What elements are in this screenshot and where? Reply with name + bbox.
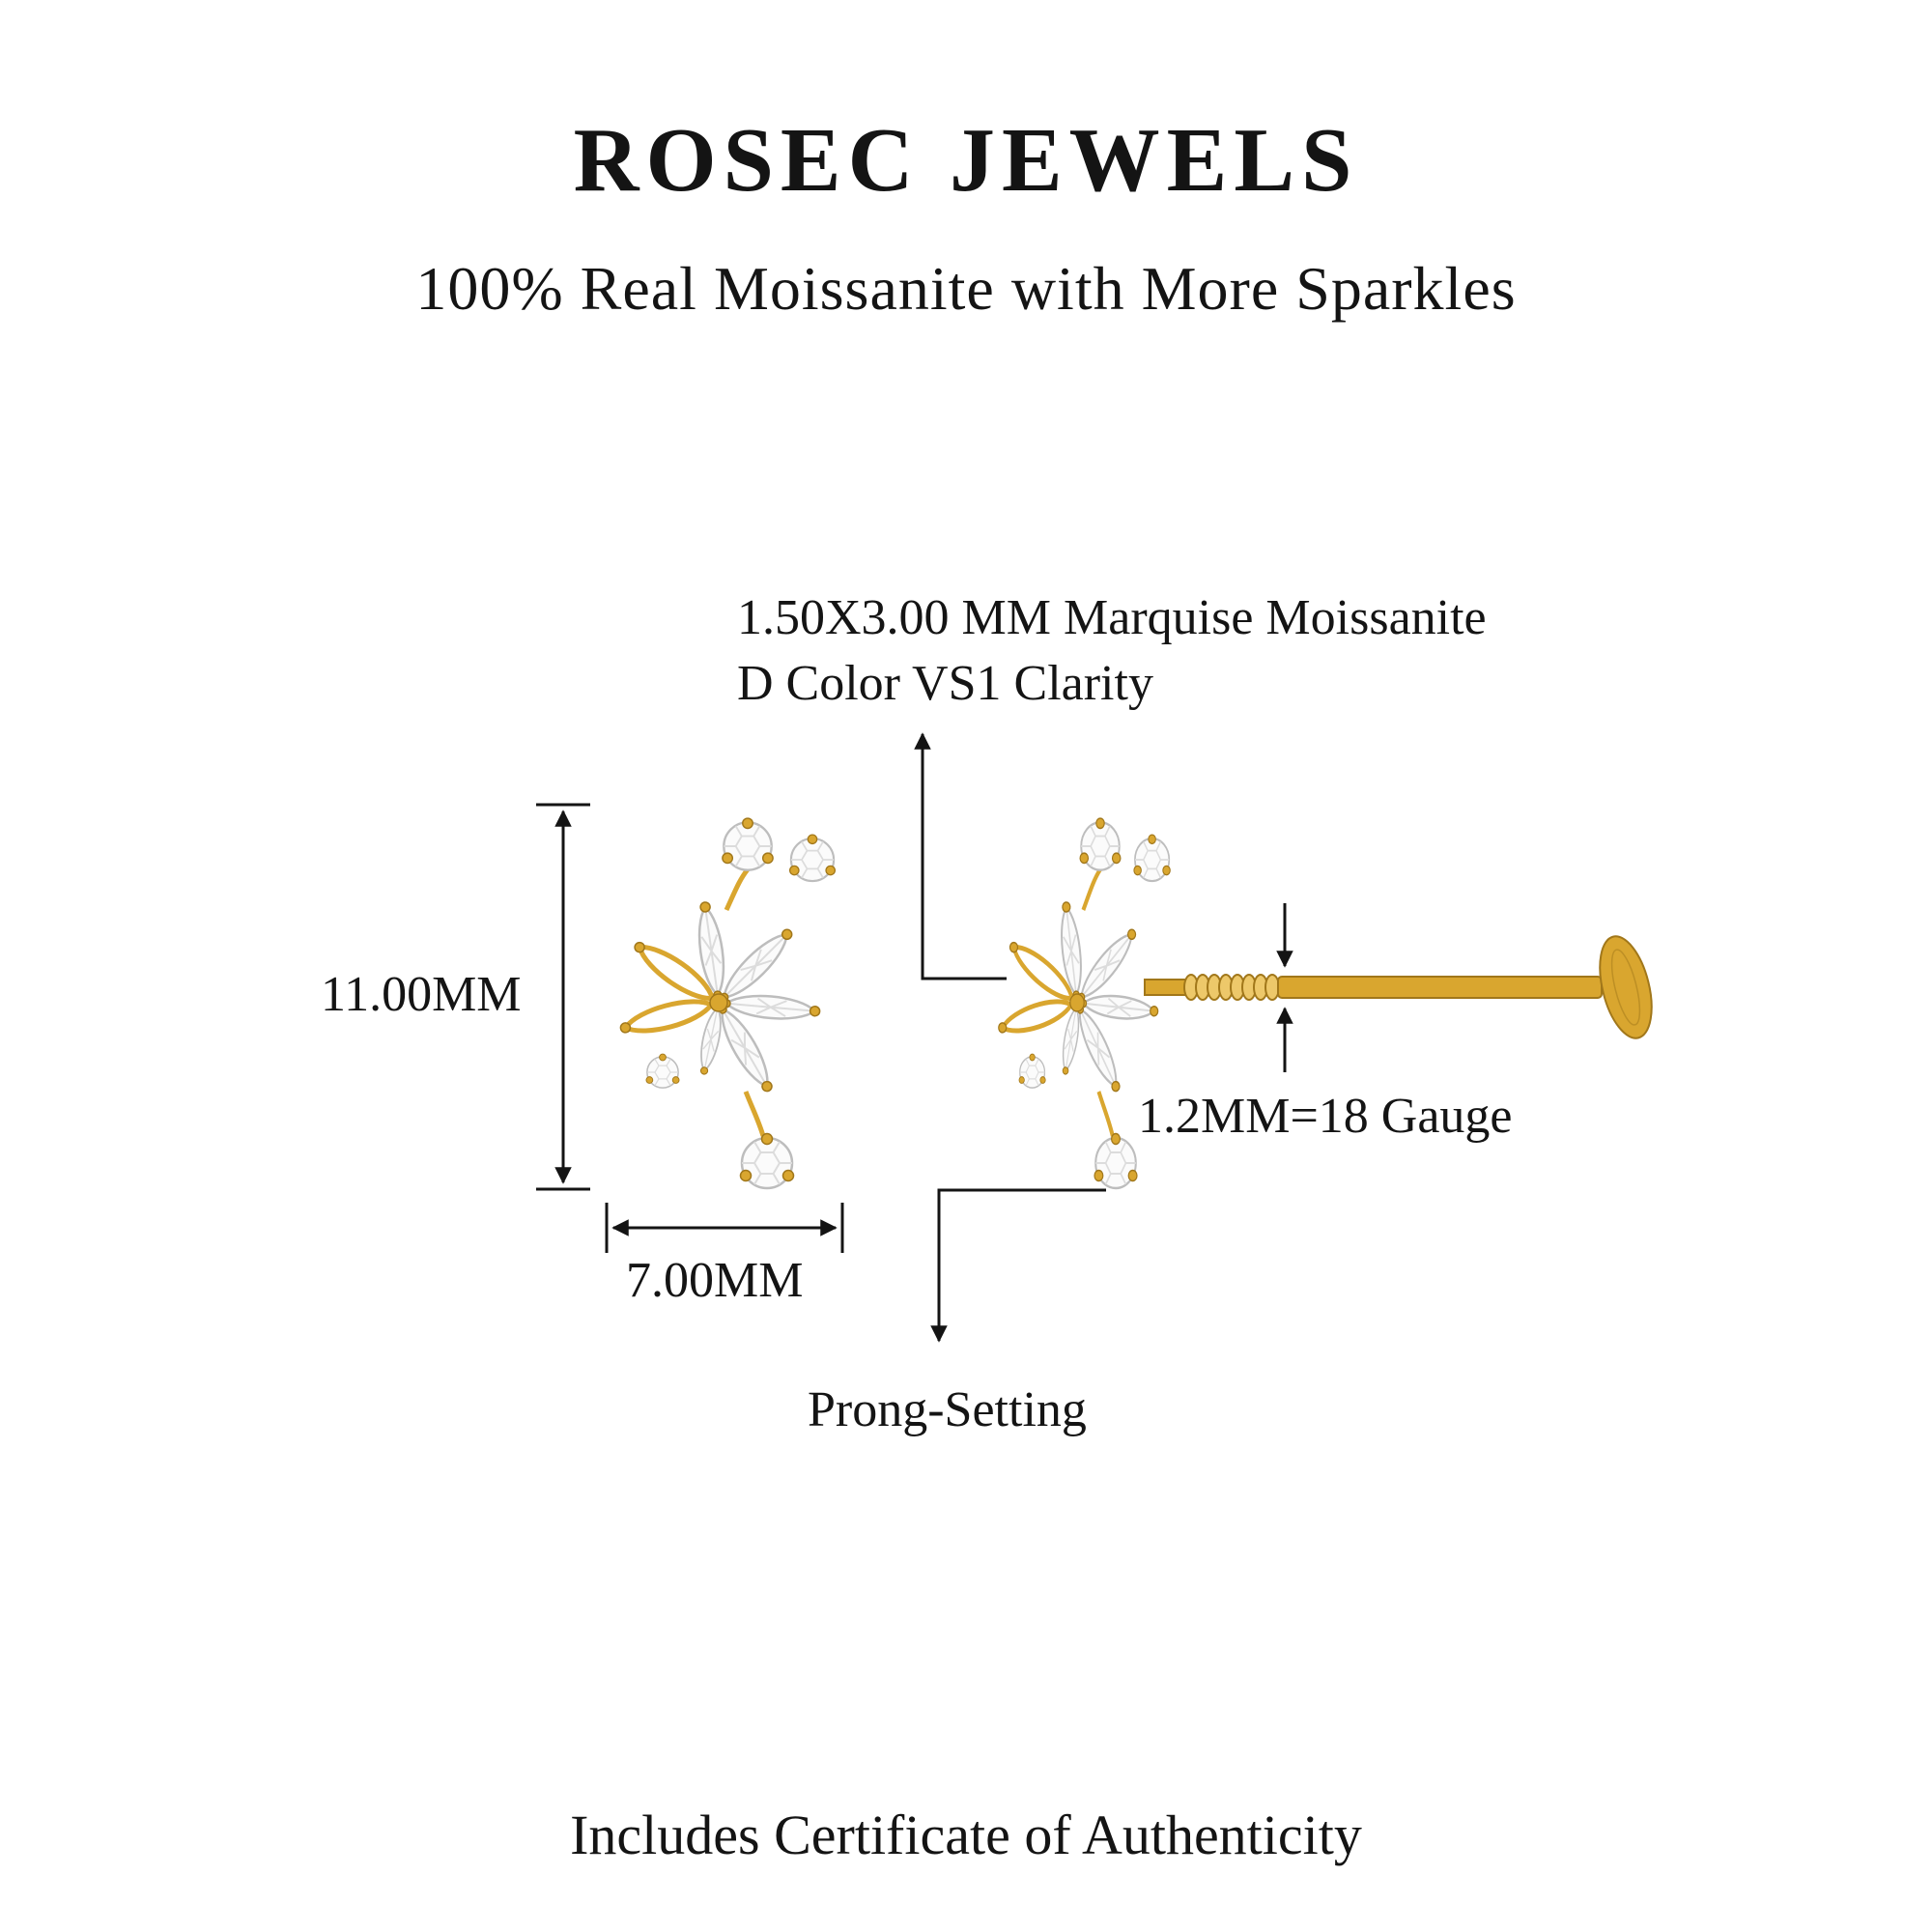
brand-title: ROSEC JEWELS: [573, 110, 1359, 211]
prong-setting-label: Prong-Setting: [808, 1382, 1087, 1437]
labret-post: [1144, 935, 1653, 1039]
height-dimension: [536, 803, 590, 1191]
stone-leader-arrow: [914, 732, 1007, 980]
stone-annotation-line2: D Color VS1 Clarity: [737, 655, 1153, 711]
side-view-earring: [997, 818, 1171, 1188]
certificate-note: Includes Certificate of Authenticity: [570, 1804, 1362, 1866]
post-thread-coil: [1183, 974, 1280, 1001]
prong-leader-arrow: [930, 1188, 1106, 1343]
front-view-earring: [618, 818, 836, 1188]
stone-annotation: 1.50X3.00 MM Marquise Moissanite D Color…: [737, 585, 1487, 716]
height-dimension-label: 11.00MM: [321, 967, 522, 1022]
post-bar: [1277, 976, 1603, 999]
gauge-label: 1.2MM=18 Gauge: [1138, 1089, 1513, 1144]
stone-annotation-line1: 1.50X3.00 MM Marquise Moissanite: [737, 590, 1487, 645]
width-dimension-label: 7.00MM: [626, 1253, 804, 1308]
tagline: 100% Real Moissanite with More Sparkles: [415, 254, 1517, 323]
width-dimension: [605, 1203, 844, 1253]
labret-back-disc: [1599, 935, 1653, 1039]
